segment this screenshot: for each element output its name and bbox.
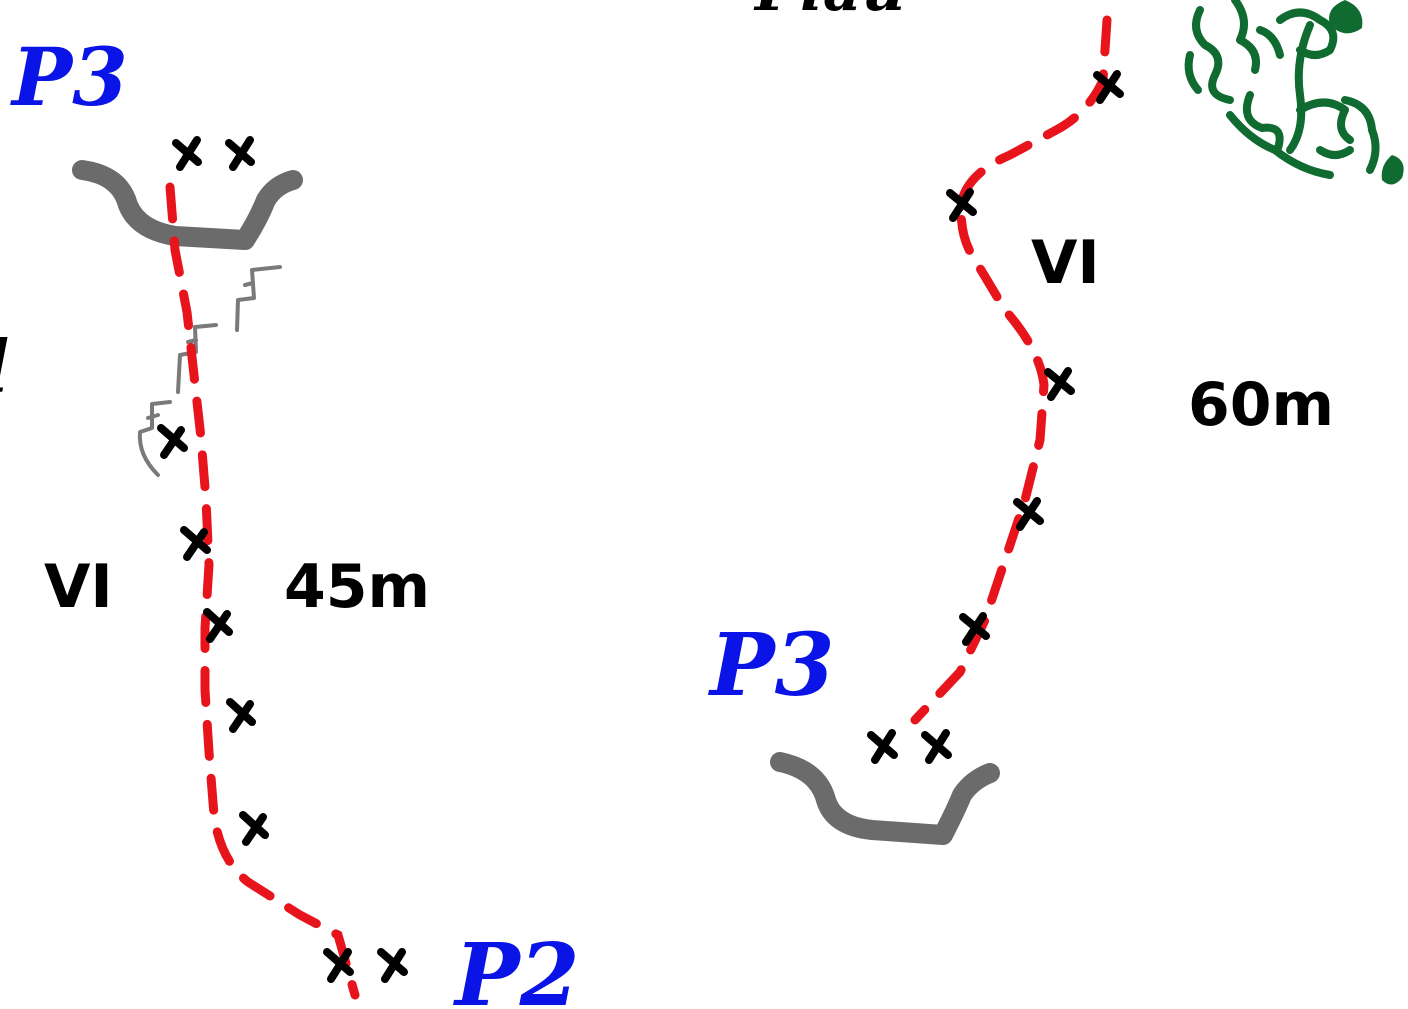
pitch-label-bottom: P3 (707, 615, 835, 716)
left-pitch-topo: P3 l VI 45m P2 (0, 30, 580, 1009)
route-line-left (165, 182, 360, 1000)
belay-station-icon (323, 948, 408, 983)
pitch-label-bottom: P2 (452, 925, 580, 1009)
pitch-label-top: P3 (10, 30, 128, 124)
belay-station-icon (867, 729, 952, 764)
cut-off-text: Plau (753, 0, 905, 25)
cut-off-glyph: l (0, 324, 9, 409)
grade-label: VI (1031, 228, 1100, 298)
bolt-icon (157, 424, 269, 846)
belay-station-icon (172, 136, 255, 171)
ledge-icon (72, 160, 303, 250)
grade-label: VI (44, 552, 113, 622)
bolt-icon (946, 70, 1124, 646)
route-line-right (910, 15, 1112, 725)
right-pitch-topo: Plau VI 60m P3 (707, 0, 1404, 845)
vegetation-icon (1381, 155, 1404, 185)
vegetation-icon (1184, 0, 1380, 179)
crack-icon (137, 265, 282, 477)
vegetation-icon (1329, 0, 1363, 34)
length-label: 45m (284, 552, 430, 622)
ledge-icon (770, 752, 1000, 845)
length-label: 60m (1188, 370, 1334, 440)
